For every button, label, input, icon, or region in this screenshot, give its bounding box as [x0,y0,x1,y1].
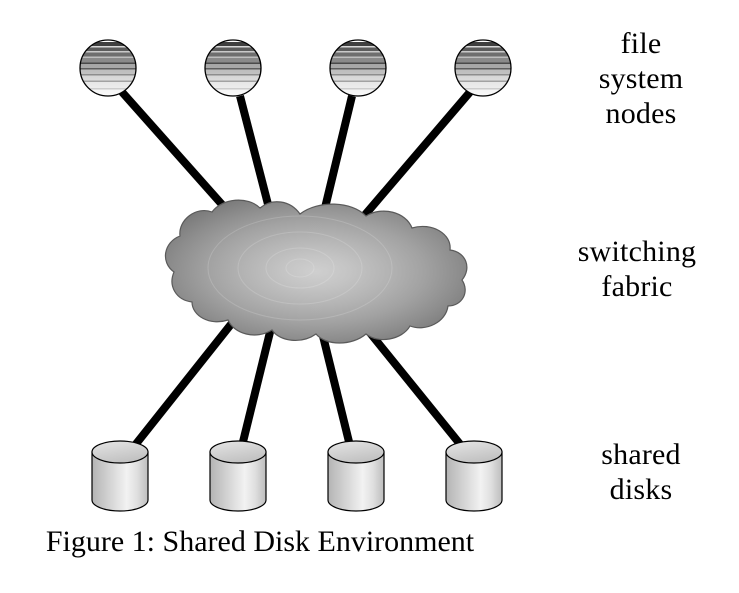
node-stripes [205,40,261,96]
node-stripes [455,40,511,96]
link-fabric-disk1 [124,315,240,457]
disk-top [327,440,385,464]
link-fabric-disk4 [354,315,472,457]
node-outline [329,39,387,97]
node-stripes [330,40,386,96]
link-node4-fabric [360,89,474,219]
shared-disk-2[interactable] [209,440,267,512]
link-fabric-disk2 [236,323,276,455]
disk-top [445,440,503,464]
disk-body [327,451,385,512]
file-system-node-3[interactable] [328,39,388,97]
file-system-node-1[interactable] [78,39,138,97]
link-node3-fabric [320,95,356,213]
node-outline [454,39,512,97]
disk-body [91,451,149,512]
shared-disk-4[interactable] [445,440,503,512]
file-system-node-2[interactable] [203,39,263,97]
disk-top [91,440,149,464]
link-node1-fabric [119,89,237,221]
file-system-node-4[interactable] [453,39,513,97]
cloud-shape [164,199,468,344]
disk-top [209,440,267,464]
link-fabric-disk3 [316,323,356,455]
label-shared-disks: shared disks [601,438,681,507]
link-group-fabric-to-disks [124,315,472,457]
node-stripes [80,40,136,96]
link-node2-fabric [236,94,274,214]
disk-body [445,451,503,512]
shared-disk-1[interactable] [91,440,149,512]
cloud-inner-shading [207,215,393,321]
label-switching-fabric: switching fabric [577,235,697,304]
node-outline [79,39,137,97]
label-file-system-nodes: file system nodes [598,27,684,131]
disk-body [209,451,267,512]
switching-fabric-cloud[interactable] [164,199,468,344]
figure-caption: Figure 1: Shared Disk Environment [45,525,475,558]
node-outline [204,39,262,97]
shared-disk-3[interactable] [327,440,385,512]
link-group-nodes-to-fabric [119,89,474,221]
